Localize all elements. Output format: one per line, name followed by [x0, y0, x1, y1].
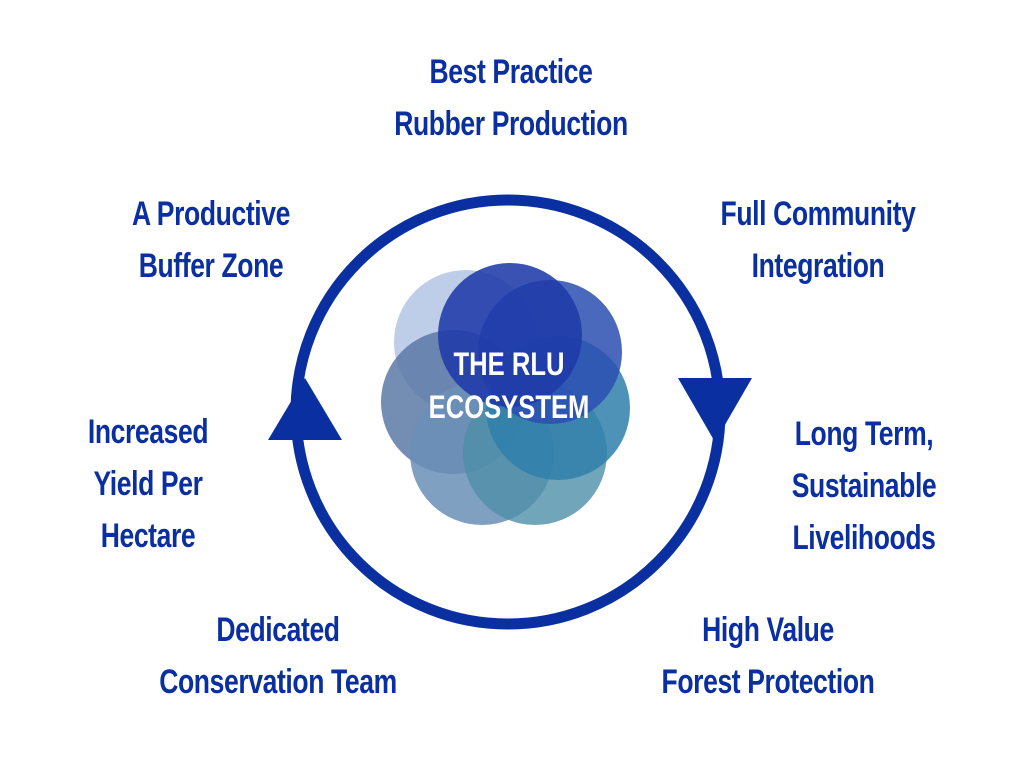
label-line: A Productive	[132, 195, 290, 233]
label-line: Rubber Production	[394, 105, 628, 143]
center-title-line2: ECOSYSTEM	[429, 390, 590, 425]
label-line: Full Community	[720, 195, 916, 233]
label-line: Long Term,	[794, 415, 934, 453]
arrowhead-up-left	[268, 378, 342, 440]
petal-dark-top	[438, 263, 582, 407]
label-best-practice: Best Practice Rubber Production	[394, 46, 628, 150]
label-buffer-zone: A Productive Buffer Zone	[132, 188, 290, 292]
label-line: Buffer Zone	[138, 247, 284, 285]
label-line: High Value	[702, 611, 834, 649]
label-line: Integration	[751, 247, 885, 285]
label-dedicated: Dedicated Conservation Team	[159, 604, 397, 708]
label-line: Dedicated	[216, 611, 340, 649]
label-line: Conservation Team	[159, 663, 397, 701]
label-high-value: High Value Forest Protection	[662, 604, 875, 708]
label-long-term: Long Term, Sustainable Livelihoods	[792, 408, 937, 564]
label-line: Hectare	[100, 517, 196, 555]
arrowhead-down-right	[678, 378, 752, 442]
label-line: Best Practice	[429, 53, 593, 91]
label-full-community: Full Community Integration	[721, 188, 916, 292]
label-line: Yield Per	[93, 465, 203, 503]
center-title-line1: THE RLU	[454, 347, 565, 382]
label-line: Sustainable	[791, 467, 937, 505]
ecosystem-flower	[381, 263, 630, 525]
label-increased-yield: Increased Yield Per Hectare	[87, 406, 209, 562]
label-line: Increased	[87, 413, 209, 451]
label-line: Forest Protection	[661, 663, 875, 701]
label-line: Livelihoods	[792, 519, 936, 557]
